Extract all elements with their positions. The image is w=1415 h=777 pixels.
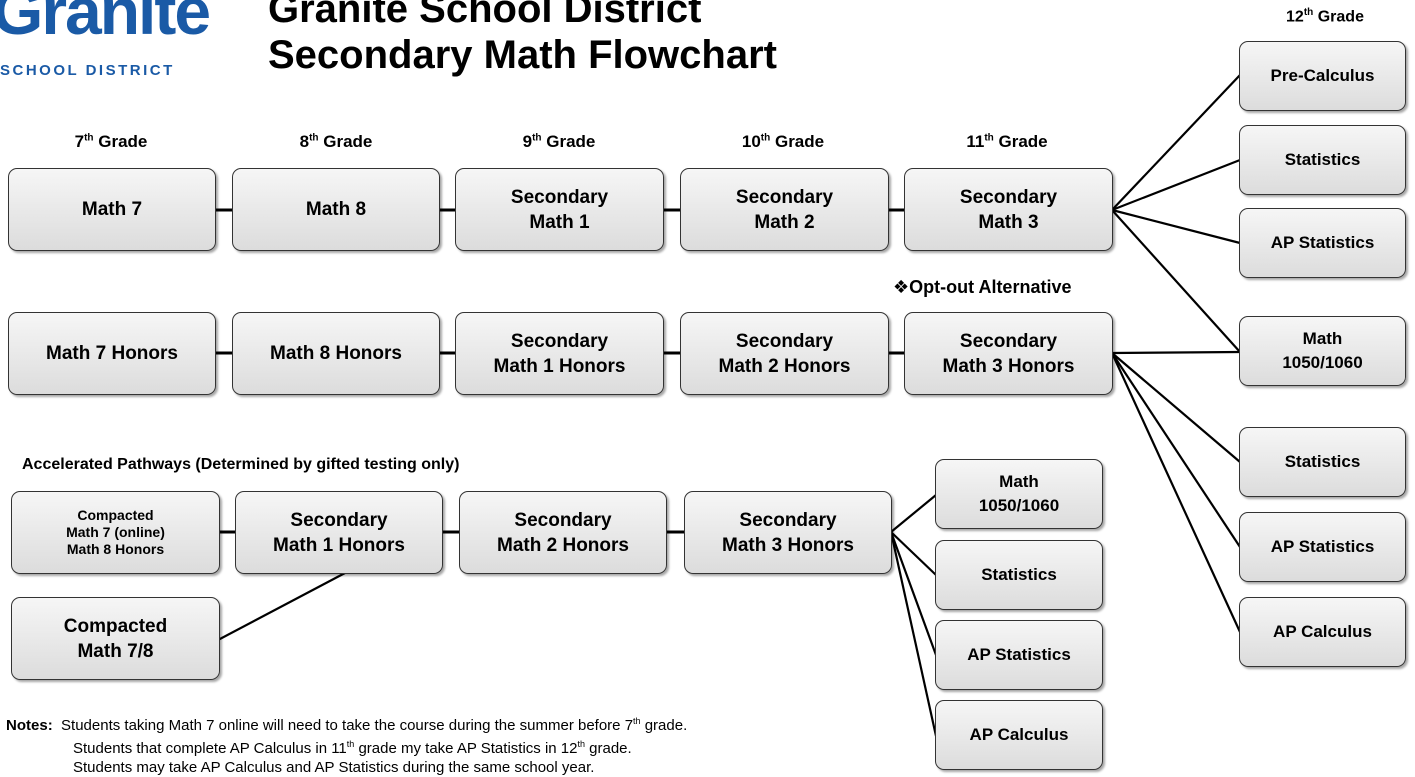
title-line-2: Secondary Math Flowchart <box>268 33 777 77</box>
accel-secondary-math-2-honors: Secondary Math 2 Honors <box>459 491 667 574</box>
grade-header-9: 9th Grade <box>522 132 596 151</box>
accelerated-pathways-label: Accelerated Pathways (Determined by gift… <box>22 456 460 473</box>
grade-header-12: 12th Grade <box>1286 7 1364 26</box>
notes-line-2: Students that complete AP Calculus in 11… <box>73 739 632 757</box>
grade-header-10: 10th Grade <box>741 132 825 151</box>
notes-section: Notes: Students taking Math 7 online wil… <box>6 712 687 777</box>
course-secondary-math-1-honors: Secondary Math 1 Honors <box>455 312 664 395</box>
course-secondary-math-1: Secondary Math 1 <box>455 168 664 251</box>
district-logo-wordmark: Granite <box>0 0 211 48</box>
title-line-1: Granite School District <box>268 0 702 31</box>
accel-outcome-ap-statistics: AP Statistics <box>935 620 1103 690</box>
district-logo-subtitle: SCHOOL DISTRICT <box>0 62 175 79</box>
grade-header-8: 8th Grade <box>299 132 373 151</box>
course-math-8: Math 8 <box>232 168 440 251</box>
grade-header-7: 7th Grade <box>74 132 148 151</box>
grade12-math-1050-1060: Math 1050/1060 <box>1239 316 1406 386</box>
course-secondary-math-3: Secondary Math 3 <box>904 168 1113 251</box>
grade12-ap-calculus: AP Calculus <box>1239 597 1406 667</box>
course-secondary-math-2: Secondary Math 2 <box>680 168 889 251</box>
opt-out-alternative-label: ❖Opt-out Alternative <box>893 277 1072 297</box>
accel-secondary-math-3-honors: Secondary Math 3 Honors <box>684 491 892 574</box>
course-math-8-honors: Math 8 Honors <box>232 312 440 395</box>
notes-line-1: Notes: Students taking Math 7 online wil… <box>6 716 688 734</box>
grade12-pre-calculus: Pre-Calculus <box>1239 41 1406 111</box>
accel-outcome-math-1050-1060: Math 1050/1060 <box>935 459 1103 529</box>
accel-outcome-statistics: Statistics <box>935 540 1103 610</box>
notes-line-3: Students may take AP Calculus and AP Sta… <box>73 759 595 776</box>
grade12-honors-statistics: Statistics <box>1239 427 1406 497</box>
grade12-statistics: Statistics <box>1239 125 1406 195</box>
course-math-7-honors: Math 7 Honors <box>8 312 216 395</box>
course-math-7: Math 7 <box>8 168 216 251</box>
course-secondary-math-2-honors: Secondary Math 2 Honors <box>680 312 889 395</box>
course-secondary-math-3-honors: Secondary Math 3 Honors <box>904 312 1113 395</box>
page-title: Granite School District Secondary Math F… <box>268 0 868 78</box>
course-compacted-math-7-online: Compacted Math 7 (online) Math 8 Honors <box>11 491 220 574</box>
course-compacted-math-7-8: Compacted Math 7/8 <box>11 597 220 680</box>
accel-secondary-math-1-honors: Secondary Math 1 Honors <box>235 491 443 574</box>
grade12-ap-statistics: AP Statistics <box>1239 208 1406 278</box>
accel-outcome-ap-calculus: AP Calculus <box>935 700 1103 770</box>
grade12-honors-ap-statistics: AP Statistics <box>1239 512 1406 582</box>
grade-header-11: 11th Grade <box>966 132 1048 151</box>
